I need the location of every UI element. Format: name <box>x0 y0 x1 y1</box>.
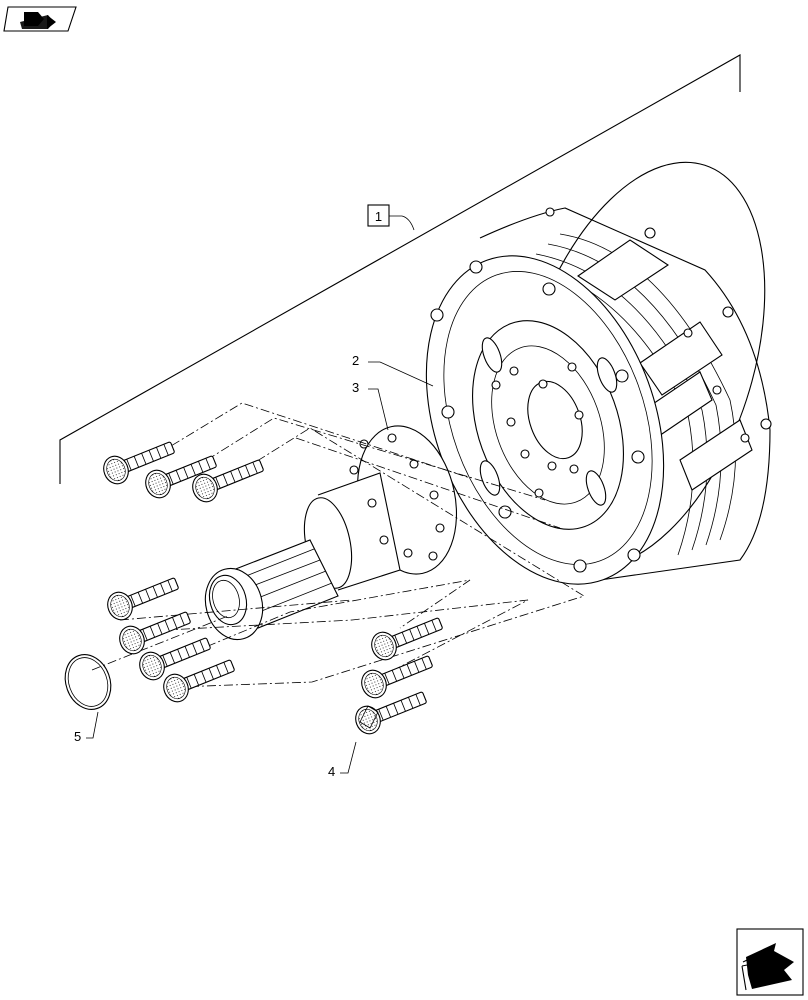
next-page-arrow-icon[interactable] <box>736 928 804 996</box>
callout-1: 1 <box>367 204 415 231</box>
callout-5: 5 <box>74 711 99 744</box>
callout-3: 3 <box>352 380 389 431</box>
rim-bolts <box>430 207 772 573</box>
svg-text:4: 4 <box>328 764 335 779</box>
svg-text:1: 1 <box>375 209 382 224</box>
hub-shaft <box>204 425 458 641</box>
svg-text:5: 5 <box>74 729 81 744</box>
svg-text:3: 3 <box>352 380 359 395</box>
o-ring <box>64 654 112 710</box>
cap-screw-item-4 <box>351 683 431 739</box>
cap-screws-lower-right <box>357 609 447 703</box>
svg-text:2: 2 <box>352 353 359 368</box>
book-arrow-icon[interactable] <box>3 6 77 32</box>
clutch-pack <box>425 161 772 585</box>
callout-2: 2 <box>352 353 434 387</box>
cap-screws-upper <box>99 433 268 507</box>
assembly-bracket <box>59 54 741 484</box>
callout-4: 4 <box>328 741 357 779</box>
